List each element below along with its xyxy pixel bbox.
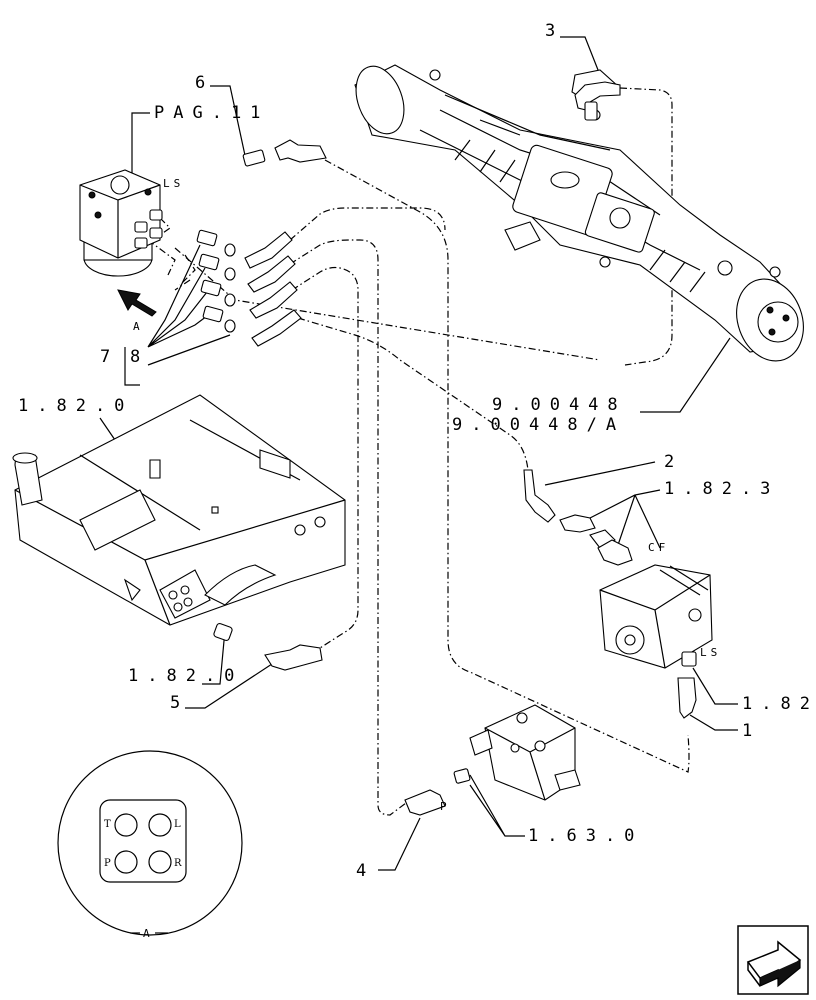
port-label-t: T — [104, 819, 111, 830]
ref-1-82-0-bottom: 1.82.0 — [128, 666, 243, 686]
hose-route-long — [174, 247, 601, 361]
hose-ends-7 — [244, 231, 302, 347]
hose-route-8 — [297, 317, 529, 471]
detail-view-a: T L P R A — [57, 750, 243, 940]
steering-unit — [79, 169, 163, 317]
next-page-arrow-icon — [746, 940, 802, 988]
adapter-fittings-7 — [196, 229, 224, 323]
detail-a-title: A — [143, 927, 154, 940]
ref-1-82-3: 1.82.3 — [664, 479, 779, 499]
callout-labels: 3 6 PAG.11 LS A 7 8 1.82.0 9.00448 9.004… — [18, 21, 816, 881]
callout-4: 4 — [356, 861, 375, 881]
ref-1-82: 1.82 — [742, 694, 816, 714]
port-label-l: L — [174, 819, 181, 830]
pressure-port-label: P — [440, 800, 451, 813]
callout-8: 8 — [130, 347, 149, 367]
fittings-1-82-3 — [559, 514, 633, 566]
fitting-2 — [523, 469, 556, 523]
hose-route-7b — [289, 239, 411, 816]
ls-port-label-pump: LS — [700, 646, 721, 659]
callout-2: 2 — [664, 452, 683, 472]
tank-fittings — [213, 622, 323, 671]
page-reference-label: PAG.11 — [154, 103, 269, 123]
view-a-arrow-label: A — [133, 320, 144, 333]
hydraulic-pump — [599, 564, 713, 669]
callout-1: 1 — [742, 721, 761, 741]
control-valve — [453, 704, 581, 801]
callout-6: 6 — [195, 73, 214, 93]
callout-5: 5 — [170, 693, 189, 713]
hydraulic-tank — [12, 394, 346, 626]
port-label-r: R — [174, 858, 182, 869]
elbow-fitting-3 — [574, 81, 621, 121]
next-page-button[interactable] — [737, 925, 809, 995]
leader-lines — [99, 36, 738, 871]
callout-7: 7 — [100, 347, 119, 367]
port-label-p: P — [104, 858, 111, 869]
hose-route-7a — [289, 207, 446, 241]
hose-route-axle — [147, 217, 196, 291]
ref-9-00448-a: 9.00448/A — [452, 415, 625, 435]
ls-port-label-top: LS — [163, 177, 184, 190]
ref-9-00448: 9.00448 — [492, 395, 627, 415]
fitting-6 — [242, 139, 327, 167]
cf-port-label: CF — [648, 541, 669, 554]
ref-1-82-0-top: 1.82.0 — [18, 396, 133, 416]
hose-route-7c — [291, 266, 359, 649]
fitting-1 — [677, 651, 697, 719]
fitting-4 — [404, 789, 446, 816]
callout-3: 3 — [545, 21, 564, 41]
o-rings-8 — [224, 243, 236, 333]
hose-route-6 — [324, 159, 690, 773]
ref-1-63-0: 1.63.0 — [528, 826, 643, 846]
